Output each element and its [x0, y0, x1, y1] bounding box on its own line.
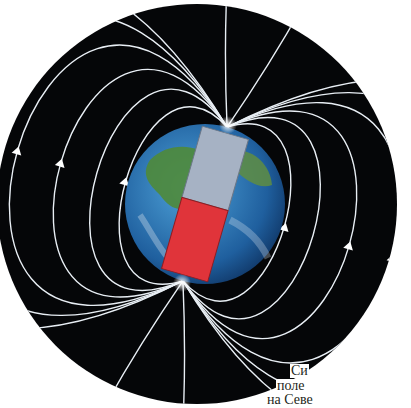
south-pole-glow [173, 274, 191, 292]
north-pole-glow [219, 116, 237, 134]
body-text: на Севе [266, 393, 314, 407]
bar-magnet [162, 126, 249, 281]
body-text: поле [276, 379, 306, 393]
space-background [0, 4, 397, 404]
body-text: Си [290, 364, 309, 378]
earth-globe [125, 124, 285, 284]
